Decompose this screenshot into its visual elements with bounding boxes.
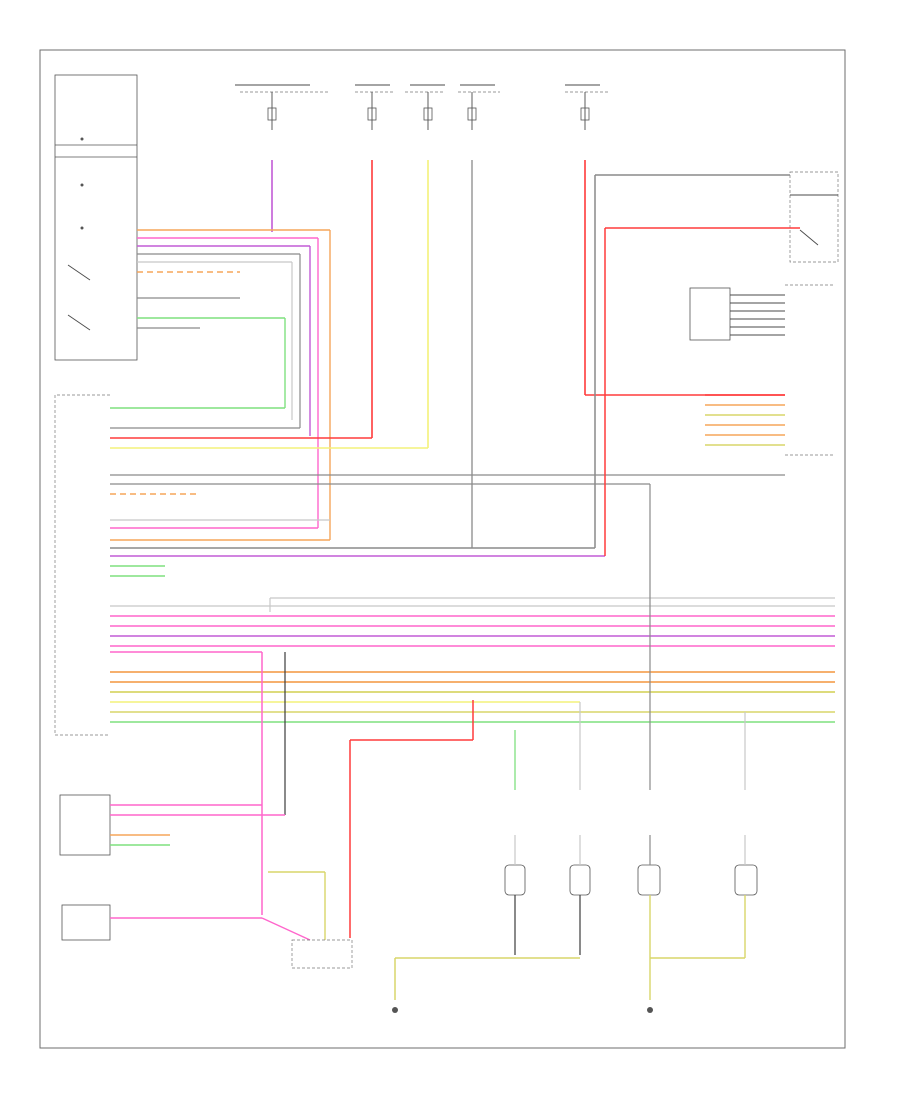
fuse-3 (423, 92, 433, 130)
lamp-drop-wires (349, 484, 746, 938)
connector-block (689, 287, 785, 341)
ground-bus (394, 957, 745, 1000)
fuse-1 (267, 92, 277, 130)
horizontal-bus (110, 174, 800, 577)
ground-g2 (647, 1007, 653, 1013)
wires-vertical (271, 160, 785, 548)
license-lamp-right (569, 835, 591, 955)
tail-lamp-right (734, 835, 758, 958)
headlamp-switch (789, 171, 839, 263)
license-lamp-left (504, 835, 526, 955)
switch-output-wires (137, 229, 331, 540)
diagram-frame (39, 49, 846, 1049)
fuse-4 (467, 92, 477, 130)
comfort-module (59, 794, 111, 941)
tail-lamp-left (637, 835, 661, 1000)
right-connector-wires (705, 284, 835, 456)
lower-bus (110, 597, 835, 915)
central-electronics-module (54, 394, 110, 736)
fuse-2 (367, 92, 377, 130)
rear-lamp-connector (291, 939, 353, 969)
fuse-row (235, 84, 610, 130)
fuse-5 (580, 92, 590, 130)
light-switch (54, 74, 138, 361)
ground-g1 (392, 1007, 398, 1013)
comfort-module-wires (110, 804, 326, 941)
